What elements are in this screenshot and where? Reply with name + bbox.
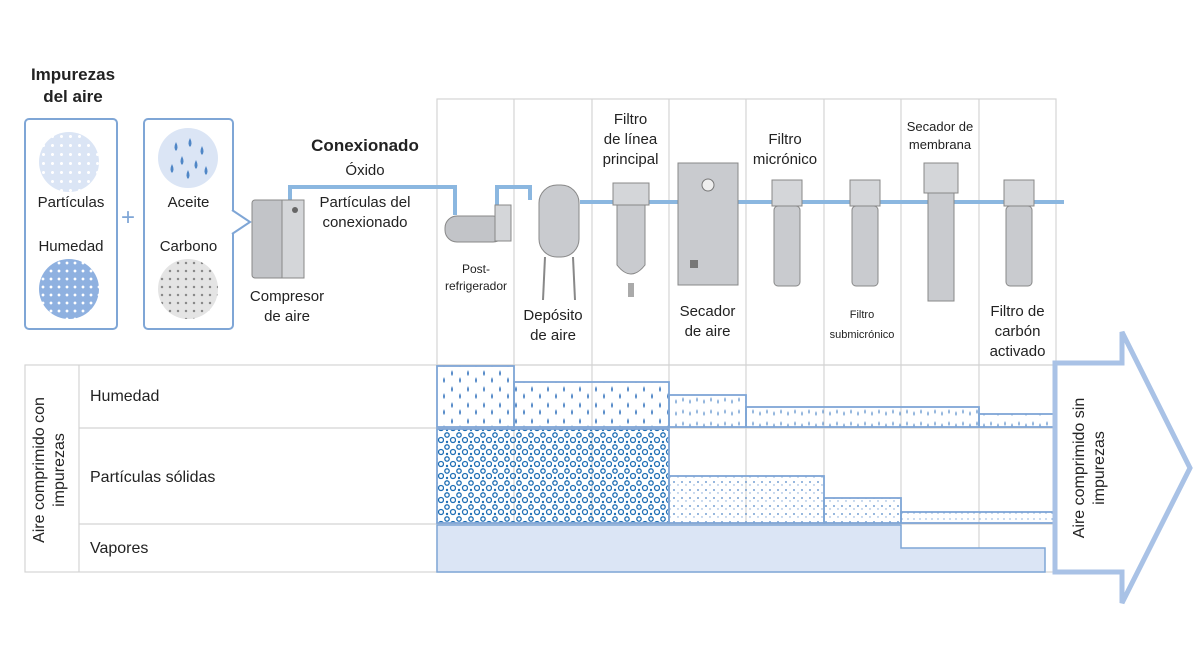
plus-sign: +: [120, 204, 135, 231]
aftercooler-graphic: [444, 204, 512, 243]
equipment-label-carbon-filter: Filtro de carbón activado: [989, 303, 1046, 360]
humidity-circle-icon: [39, 259, 99, 319]
main-line-filter-graphic: [612, 182, 650, 297]
carbon-filter-graphic: [1003, 179, 1035, 287]
air-tank-graphic: [538, 184, 580, 301]
equipment-label-compressor: Compresor de aire: [249, 288, 325, 325]
humidity-level: [436, 365, 1057, 428]
piping-title: Conexionado: [311, 136, 419, 155]
equipment-label-air-dryer: Secador de aire: [679, 303, 736, 340]
impurities-title: Impurezas del aire: [30, 65, 116, 106]
impurity-label-humidity: Humedad: [38, 238, 104, 255]
equipment-label-membrane-dryer: Secador de membrana: [906, 119, 974, 152]
piping-item-particles: Partículas del conexionado: [319, 194, 411, 231]
row-label-solid-particles: Partículas sólidas: [90, 469, 216, 486]
row-label-humidity: Humedad: [90, 388, 160, 405]
piping-item-oxide: Óxido: [345, 162, 385, 179]
air-dryer-graphic: [677, 162, 739, 286]
equipment-label-submicro-filter: Filtro submicrónico: [829, 309, 895, 341]
air-pipe: [288, 185, 1064, 215]
membrane-dryer-graphic: [923, 162, 959, 302]
equipment-label-air-tank: Depósito de aire: [523, 307, 583, 344]
row-label-vapors: Vapores: [90, 540, 149, 557]
equipment-label-aftercooler: Post- refrigerador: [444, 262, 508, 293]
equipment-label-main-line-filter: Filtro de línea principal: [602, 111, 659, 168]
oil-circle-icon: [158, 128, 218, 188]
particles-circle-icon: [39, 132, 99, 192]
output-arrow-shape: [1052, 330, 1193, 605]
impurity-label-particles: Partículas: [37, 194, 105, 211]
carbon-circle-icon: [158, 259, 218, 319]
table-side-label: Aire comprimido con impurezas: [31, 397, 68, 543]
vapors-level: [436, 524, 1046, 573]
compressor-graphic: [251, 199, 305, 279]
submicro-filter-graphic: [849, 179, 881, 287]
impurity-label-carbon: Carbono: [159, 238, 218, 255]
micro-filter-graphic: [771, 179, 803, 287]
impurity-label-oil: Aceite: [167, 194, 210, 211]
equipment-label-micro-filter: Filtro micrónico: [752, 131, 818, 168]
output-arrow-label: Aire comprimido sin impurezas: [1071, 397, 1108, 539]
